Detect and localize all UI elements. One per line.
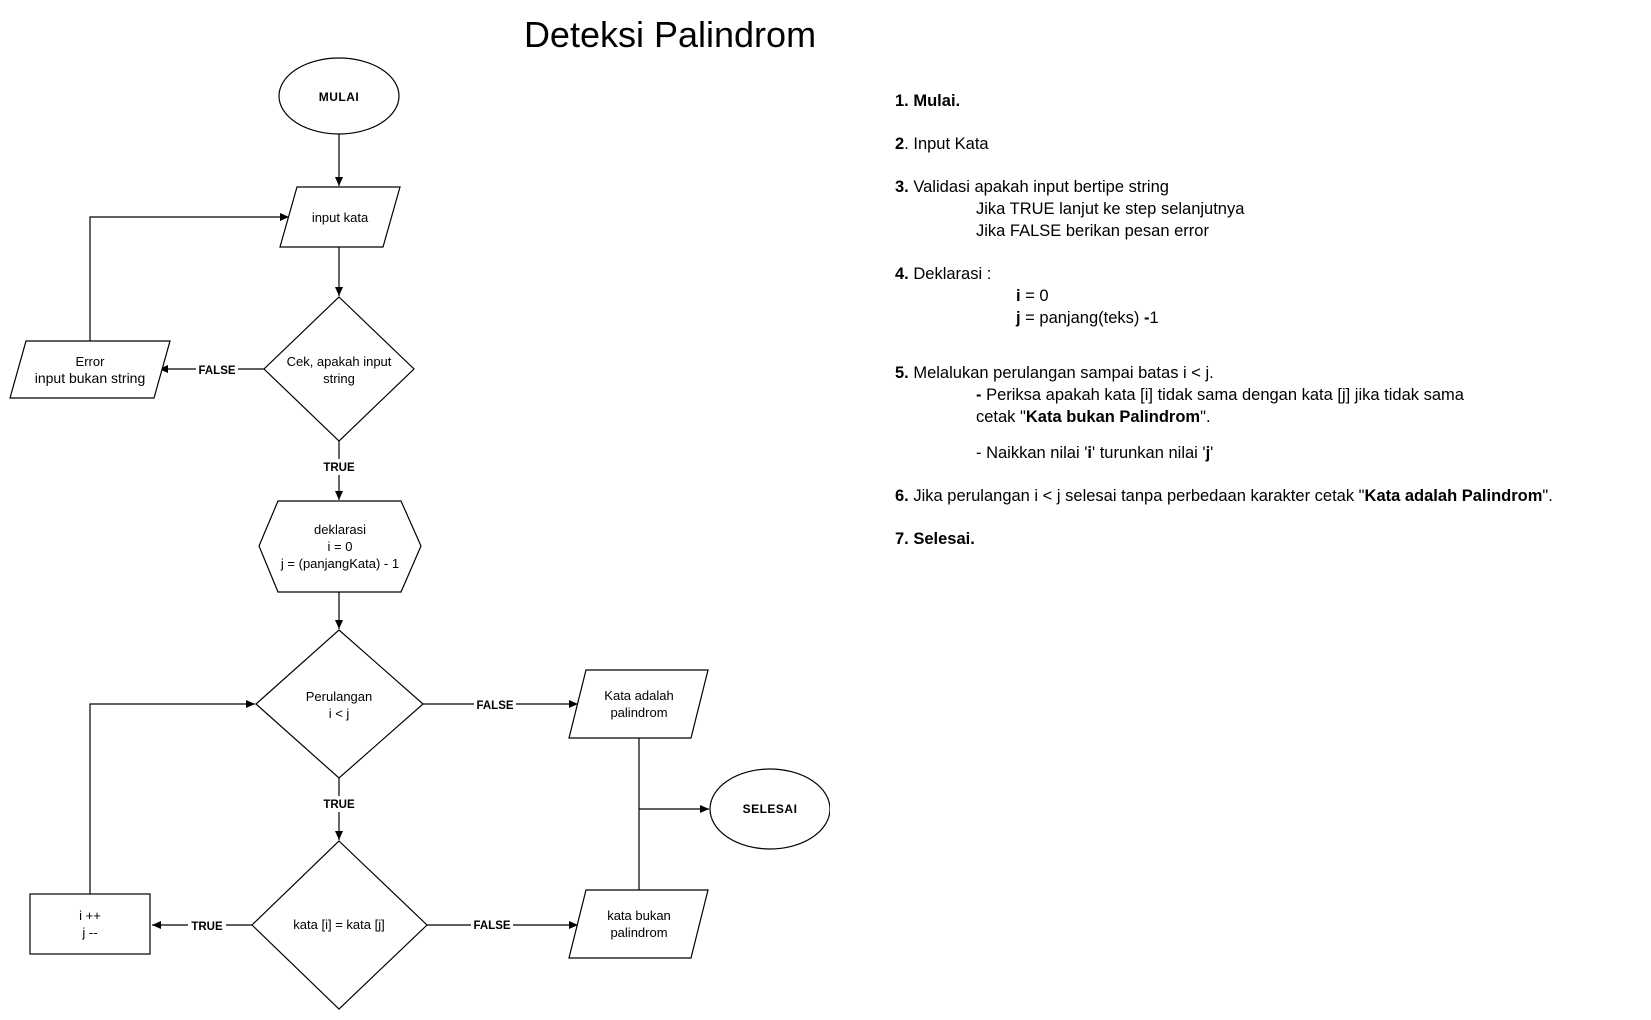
step-6: 6. Jika perulangan i < j selesai tanpa p…: [895, 485, 1635, 507]
node-not-palindrome-line2: palindrom: [610, 925, 667, 940]
node-end-label: SELESAI: [743, 802, 798, 816]
step-5-increment: - Naikkan nilai 'i' turunkan nilai 'j': [895, 442, 1635, 464]
node-check-line1: Cek, apakah input: [287, 354, 392, 369]
diagram-title: Deteksi Palindrom: [523, 14, 817, 55]
step-4-j-minus: -: [1143, 309, 1150, 327]
step-4-text: Deklarasi :: [908, 265, 992, 283]
node-not-palindrome-line1: kata bukan: [607, 908, 671, 923]
step-3-num: 3.: [895, 178, 909, 196]
step-6-post: ".: [1542, 487, 1553, 505]
node-loop-line1: Perulangan: [306, 689, 373, 704]
node-is-palindrome-line2: palindrom: [610, 705, 667, 720]
step-5-dash: -: [976, 386, 982, 404]
step-4-j-rest: = panjang(teks): [1020, 309, 1144, 327]
step-4-i-rest: = 0: [1020, 287, 1049, 305]
edge-increment-loop: [89, 700, 255, 894]
step-1-title: Mulai.: [913, 92, 961, 110]
edge-label-compare-true: TRUE: [191, 921, 223, 933]
node-compare: kata [i] = kata [j]: [251, 840, 428, 1010]
step-3-sub-1: Jika TRUE lanjut ke step selanjutnya: [976, 200, 1245, 218]
edge-label-check-true: TRUE: [323, 462, 355, 474]
node-input-label: input kata: [312, 210, 369, 225]
step-5-check-text: Periksa apakah kata [i] tidak sama denga…: [981, 386, 1464, 404]
step-5-inc-pre: - Naikkan nilai ': [976, 444, 1088, 462]
step-5-inc-mid: ' turunkan nilai ': [1091, 444, 1206, 462]
step-3-sub-2: Jika FALSE berikan pesan error: [976, 222, 1209, 240]
step-5-print-post: ".: [1200, 408, 1211, 426]
edge-labels: FALSE TRUE FALSE TRUE TRUE FALSE: [188, 362, 516, 933]
step-4-j: j = panjang(teks) -1: [895, 307, 1635, 329]
step-5-check: - Periksa apakah kata [i] tidak sama den…: [895, 384, 1635, 406]
step-5-print-pre: cetak ": [976, 408, 1026, 426]
node-is-palindrome: Kata adalah palindrom: [568, 669, 709, 739]
edge-label-compare-false: FALSE: [473, 920, 510, 932]
edge-error-input: [89, 213, 289, 341]
step-2-text: . Input Kata: [904, 135, 989, 153]
node-increment-line2: j --: [81, 925, 97, 940]
step-5: 5. Melalukan perulangan sampai batas i <…: [895, 362, 1635, 384]
node-check-line2: string: [323, 371, 355, 386]
node-check-string: Cek, apakah input string: [263, 296, 415, 442]
node-loop-line2: i < j: [329, 706, 350, 721]
node-declaration-line2: i = 0: [328, 539, 353, 554]
node-declaration-line3: j = (panjangKata) - 1: [280, 556, 399, 571]
edge-label-loop-false: FALSE: [476, 700, 513, 712]
step-7-num: 7.: [895, 530, 909, 548]
step-2: 2. Input Kata: [895, 133, 1635, 155]
node-loop: Perulangan i < j: [255, 629, 424, 779]
node-is-palindrome-line1: Kata adalah: [604, 688, 673, 703]
node-not-palindrome: kata bukan palindrom: [568, 889, 709, 959]
step-3-text: Validasi apakah input bertipe string: [908, 178, 1169, 196]
step-6-num: 6.: [895, 487, 909, 505]
step-5-num: 5.: [895, 364, 909, 382]
edge-label-loop-true: TRUE: [323, 799, 355, 811]
node-increment-line1: i ++: [79, 908, 101, 923]
step-4-j-one: 1: [1149, 309, 1159, 327]
node-error-line2: input bukan string: [35, 370, 146, 386]
step-4: 4. Deklarasi :: [895, 263, 1635, 285]
edge-label-check-false: FALSE: [198, 365, 235, 377]
step-5-inc-post: ': [1210, 444, 1214, 462]
step-4-i-var: i: [1016, 287, 1021, 305]
node-increment: i ++ j --: [29, 893, 151, 955]
step-5-print: cetak "Kata bukan Palindrom".: [895, 406, 1635, 428]
node-start: MULAI: [278, 57, 400, 135]
step-6-bold: Kata adalah Palindrom: [1364, 487, 1543, 505]
step-4-i: i = 0: [895, 285, 1635, 307]
step-5-text: Melalukan perulangan sampai batas i < j.: [908, 364, 1214, 382]
node-error: Error input bukan string: [9, 340, 171, 399]
node-start-label: MULAI: [319, 90, 360, 104]
step-4-j-var: j: [1016, 309, 1021, 327]
step-1: 1. Mulai.: [895, 90, 1635, 112]
step-5-inc-j: j: [1205, 444, 1211, 462]
node-declaration-line1: deklarasi: [314, 522, 366, 537]
node-error-line1: Error: [76, 354, 106, 369]
node-declaration: deklarasi i = 0 j = (panjangKata) - 1: [258, 500, 422, 593]
step-5-print-bold: Kata bukan Palindrom: [1025, 408, 1201, 426]
step-6-text: Jika perulangan i < j selesai tanpa perb…: [908, 487, 1365, 505]
step-5-inc-i: i: [1087, 444, 1092, 462]
node-end: SELESAI: [709, 768, 830, 850]
step-2-num: 2: [895, 135, 905, 153]
algorithm-steps: 1. Mulai. 2. Input Kata 3. Validasi apak…: [895, 90, 1635, 550]
node-compare-label: kata [i] = kata [j]: [293, 917, 384, 932]
step-7-title: Selesai.: [913, 530, 975, 548]
node-input: input kata: [279, 186, 401, 248]
step-7: 7. Selesai.: [895, 528, 1635, 550]
step-3: 3. Validasi apakah input bertipe string: [895, 176, 1635, 198]
step-4-num: 4.: [895, 265, 909, 283]
step-1-num: 1.: [895, 92, 909, 110]
flowchart: FALSE TRUE FALSE TRUE TRUE FALSE MULAI i…: [9, 57, 830, 1010]
